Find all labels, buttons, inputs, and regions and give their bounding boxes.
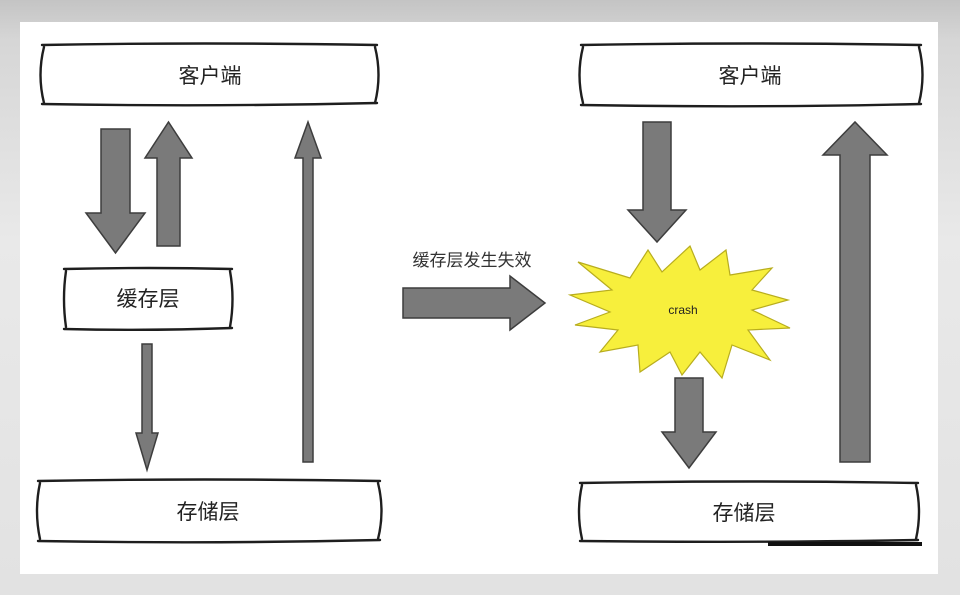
left-cache-label: 缓存层: [117, 287, 180, 311]
right-storage-to-client-arrow: [821, 120, 889, 463]
right-storage-box: 存储层: [577, 480, 921, 543]
left-client-box: 客户端: [39, 42, 380, 107]
cache-failure-label: 缓存层发生失效: [413, 251, 532, 271]
crash-starburst-shape: [567, 244, 791, 380]
right-storage-label: 存储层: [713, 501, 776, 525]
crash-label: crash: [668, 303, 697, 317]
right-client-box: 客户端: [578, 42, 924, 108]
left-storage-to-client-arrow: [293, 119, 323, 463]
left-storage-box: 存储层: [35, 478, 383, 544]
left-cache-to-storage-arrow: [134, 343, 160, 473]
bottom-right-bar: [768, 542, 922, 546]
right-client-label: 客户端: [719, 64, 782, 88]
left-storage-label: 存储层: [177, 500, 240, 524]
left-cache-box: 缓存层: [62, 266, 234, 331]
right-crash-to-storage-arrow: [660, 377, 718, 470]
left-client-label: 客户端: [179, 64, 242, 88]
right-request-down-arrow: [626, 121, 688, 244]
left-request-down-arrow: [84, 128, 147, 255]
crash-burst: crash: [567, 244, 791, 380]
transition-arrow: [402, 274, 547, 332]
left-response-up-arrow: [143, 120, 194, 247]
